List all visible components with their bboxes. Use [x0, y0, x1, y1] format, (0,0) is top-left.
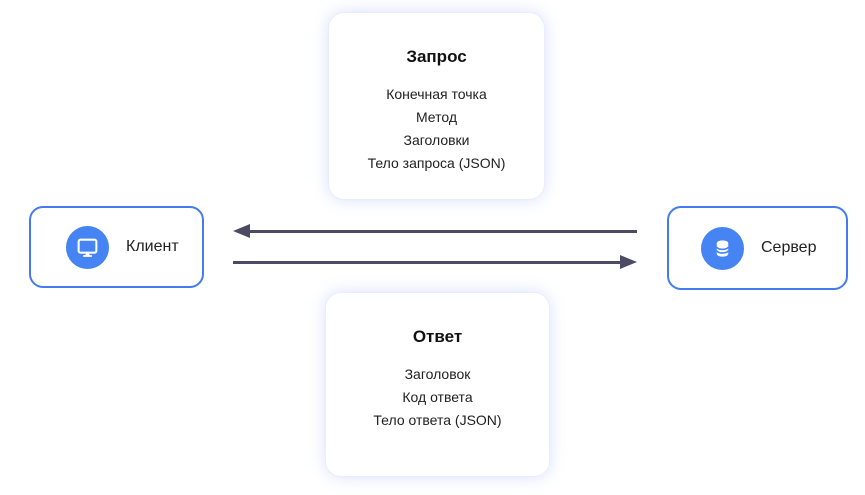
request-item: Метод: [415, 109, 458, 125]
server-label: Сервер: [761, 239, 817, 256]
response-card: Ответ Заголовок Код ответа Тело ответа (…: [325, 292, 550, 477]
request-card-title: Запрос: [406, 47, 467, 66]
arrow-shaft: [233, 260, 620, 264]
arrowhead-left-icon: [233, 224, 250, 238]
client-node: Клиент: [29, 206, 204, 288]
request-item: Конечная точка: [386, 86, 487, 102]
server-node: Сервер: [667, 206, 848, 290]
request-card-list: Конечная точка Метод Заголовки Тело запр…: [329, 83, 544, 175]
arrow-to-server: [233, 255, 637, 269]
response-card-title: Ответ: [412, 327, 463, 346]
response-item: Заголовок: [404, 366, 471, 382]
request-item: Тело запроса (JSON): [367, 155, 506, 171]
arrow-to-client: [233, 224, 637, 238]
request-item: Заголовки: [403, 132, 470, 148]
client-label: Клиент: [126, 238, 179, 255]
arrowhead-right-icon: [620, 255, 637, 269]
response-item: Код ответа: [402, 389, 473, 405]
response-item: Тело ответа (JSON): [373, 412, 502, 428]
arrow-shaft: [250, 229, 637, 233]
monitor-icon: [66, 225, 109, 269]
request-card: Запрос Конечная точка Метод Заголовки Те…: [328, 12, 545, 200]
database-icon: [701, 226, 744, 270]
response-card-list: Заголовок Код ответа Тело ответа (JSON): [326, 363, 549, 432]
